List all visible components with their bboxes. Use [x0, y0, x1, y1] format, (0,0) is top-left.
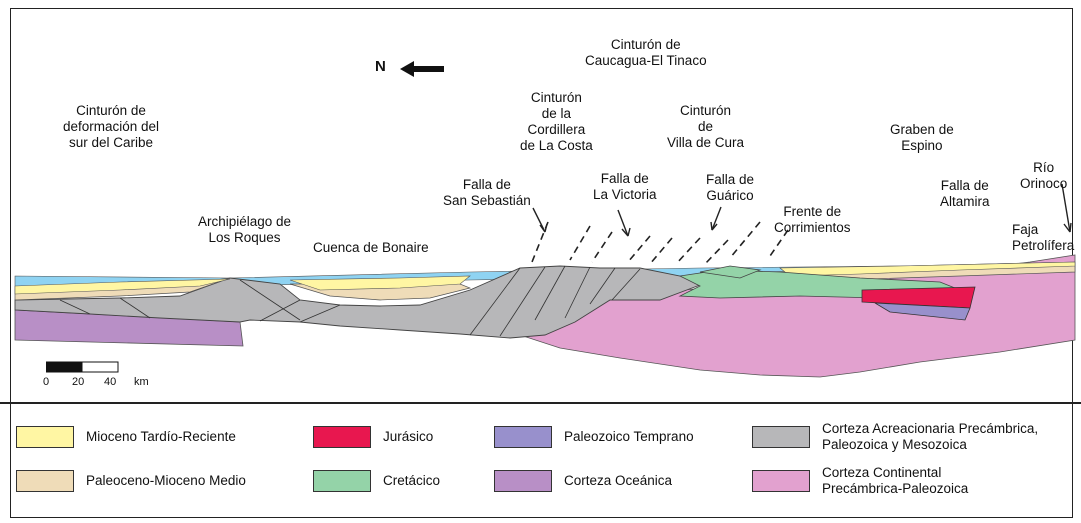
legend-label: Paleoceno-Mioceno Medio: [86, 473, 246, 488]
legend-cretacico: Cretácico: [313, 468, 440, 494]
legend-swatch: [752, 426, 810, 448]
legend-corteza-oceanica: Corteza Oceánica: [494, 468, 672, 494]
legend-label: Cretácico: [383, 473, 441, 488]
legend-paleoceno: Paleoceno-Mioceno Medio: [16, 468, 246, 494]
unit-paleozoico-temprano: [874, 302, 971, 321]
scale-bar-graphic: [46, 361, 119, 373]
north-label: N: [375, 58, 386, 75]
legend-swatch: [313, 470, 371, 492]
scale-tick-20: 20: [72, 376, 85, 388]
legend-label: Corteza Oceánica: [564, 473, 673, 488]
scale-tick-0: 0: [43, 376, 50, 388]
thrust-lines: [59, 265, 641, 337]
fault-lines: [531, 221, 789, 265]
legend-corteza-acreacionaria: Corteza Acreacionaria Precámbrica,Paleoz…: [752, 420, 1038, 454]
label-cuenca-bonaire: Cuenca de Bonaire: [313, 240, 429, 255]
legend-label: Corteza Acreacionaria Precámbrica,Paleoz…: [822, 421, 1039, 452]
legend-paleozoico-temprano: Paleozoico Temprano: [494, 424, 694, 450]
legend-label: Mioceno Tardío-Reciente: [86, 429, 236, 444]
legend-mioceno-tardio: Mioceno Tardío-Reciente: [16, 424, 236, 450]
legend-jurasico: Jurásico: [313, 424, 433, 450]
legend-label: Paleozoico Temprano: [564, 429, 694, 444]
legend-swatch: [16, 470, 74, 492]
legend-swatch: [494, 426, 552, 448]
legend-swatch: [494, 470, 552, 492]
scale-tick-40: 40: [104, 376, 117, 388]
scale-bar: 0 20 40 km: [40, 358, 180, 398]
scale-unit: km: [134, 376, 149, 388]
cross-section: [14, 183, 1076, 378]
pointer-arrows: [532, 183, 1072, 237]
legend-swatch: [313, 426, 371, 448]
legend-divider: [0, 402, 1081, 404]
north-arrow-icon: [400, 61, 444, 77]
legend-swatch: [752, 470, 810, 492]
unit-cretacico-klippe: [699, 265, 762, 279]
legend-swatch: [16, 426, 74, 448]
unit-mioceno-tardio: [14, 278, 231, 295]
legend-label: Jurásico: [383, 429, 434, 444]
unit-mioceno-tardio-2: [289, 275, 471, 291]
